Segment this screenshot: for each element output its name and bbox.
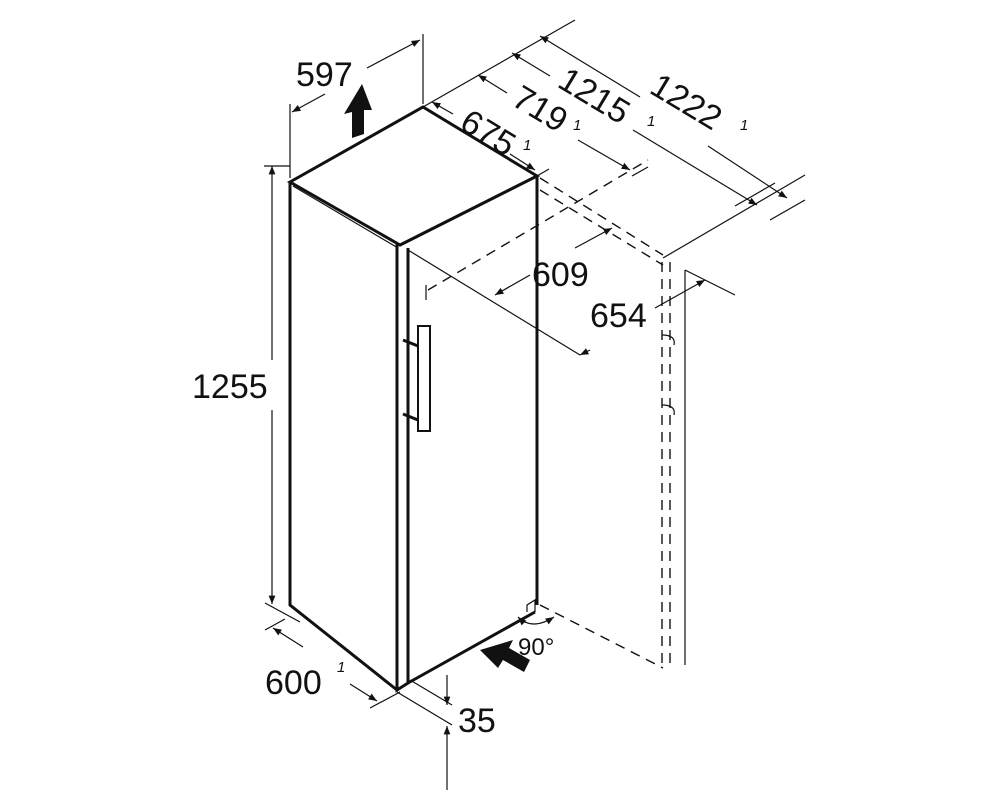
- dim-1255: 1255: [192, 165, 290, 604]
- door: [395, 177, 536, 693]
- dim-600-label: 600: [265, 664, 322, 702]
- dim-675-note: 1: [523, 137, 531, 154]
- dim-597: 597: [289, 34, 424, 178]
- dim-609-label: 609: [532, 256, 589, 294]
- dim-35: 35: [396, 675, 496, 790]
- dim-600-note: 1: [337, 659, 345, 676]
- dim-600: 600 1: [264, 602, 401, 709]
- dim-90-degrees: 90°: [517, 616, 555, 661]
- depth-extension-lines: [422, 19, 806, 221]
- cabinet: [286, 105, 541, 693]
- dim-597-label: 597: [296, 56, 353, 94]
- dim-1222-note: 1: [740, 117, 748, 134]
- dim-1222-label: 1222: [644, 66, 728, 138]
- dim-35-label: 35: [458, 702, 496, 740]
- dim-719-note: 1: [573, 117, 581, 134]
- dim-1215-note: 1: [647, 113, 655, 130]
- dim-1255-label: 1255: [192, 368, 268, 406]
- open-door-outline: [425, 159, 675, 669]
- airflow-intake-arrow-icon: [480, 640, 530, 672]
- dim-90-label: 90°: [518, 634, 554, 661]
- door-handle: [402, 325, 431, 432]
- wall-outline: [662, 174, 806, 665]
- dim-609: 609: [407, 227, 613, 356]
- dim-654-label: 654: [590, 297, 647, 335]
- dim-654: 654: [579, 279, 706, 356]
- airflow-up-arrow-icon: [344, 84, 372, 138]
